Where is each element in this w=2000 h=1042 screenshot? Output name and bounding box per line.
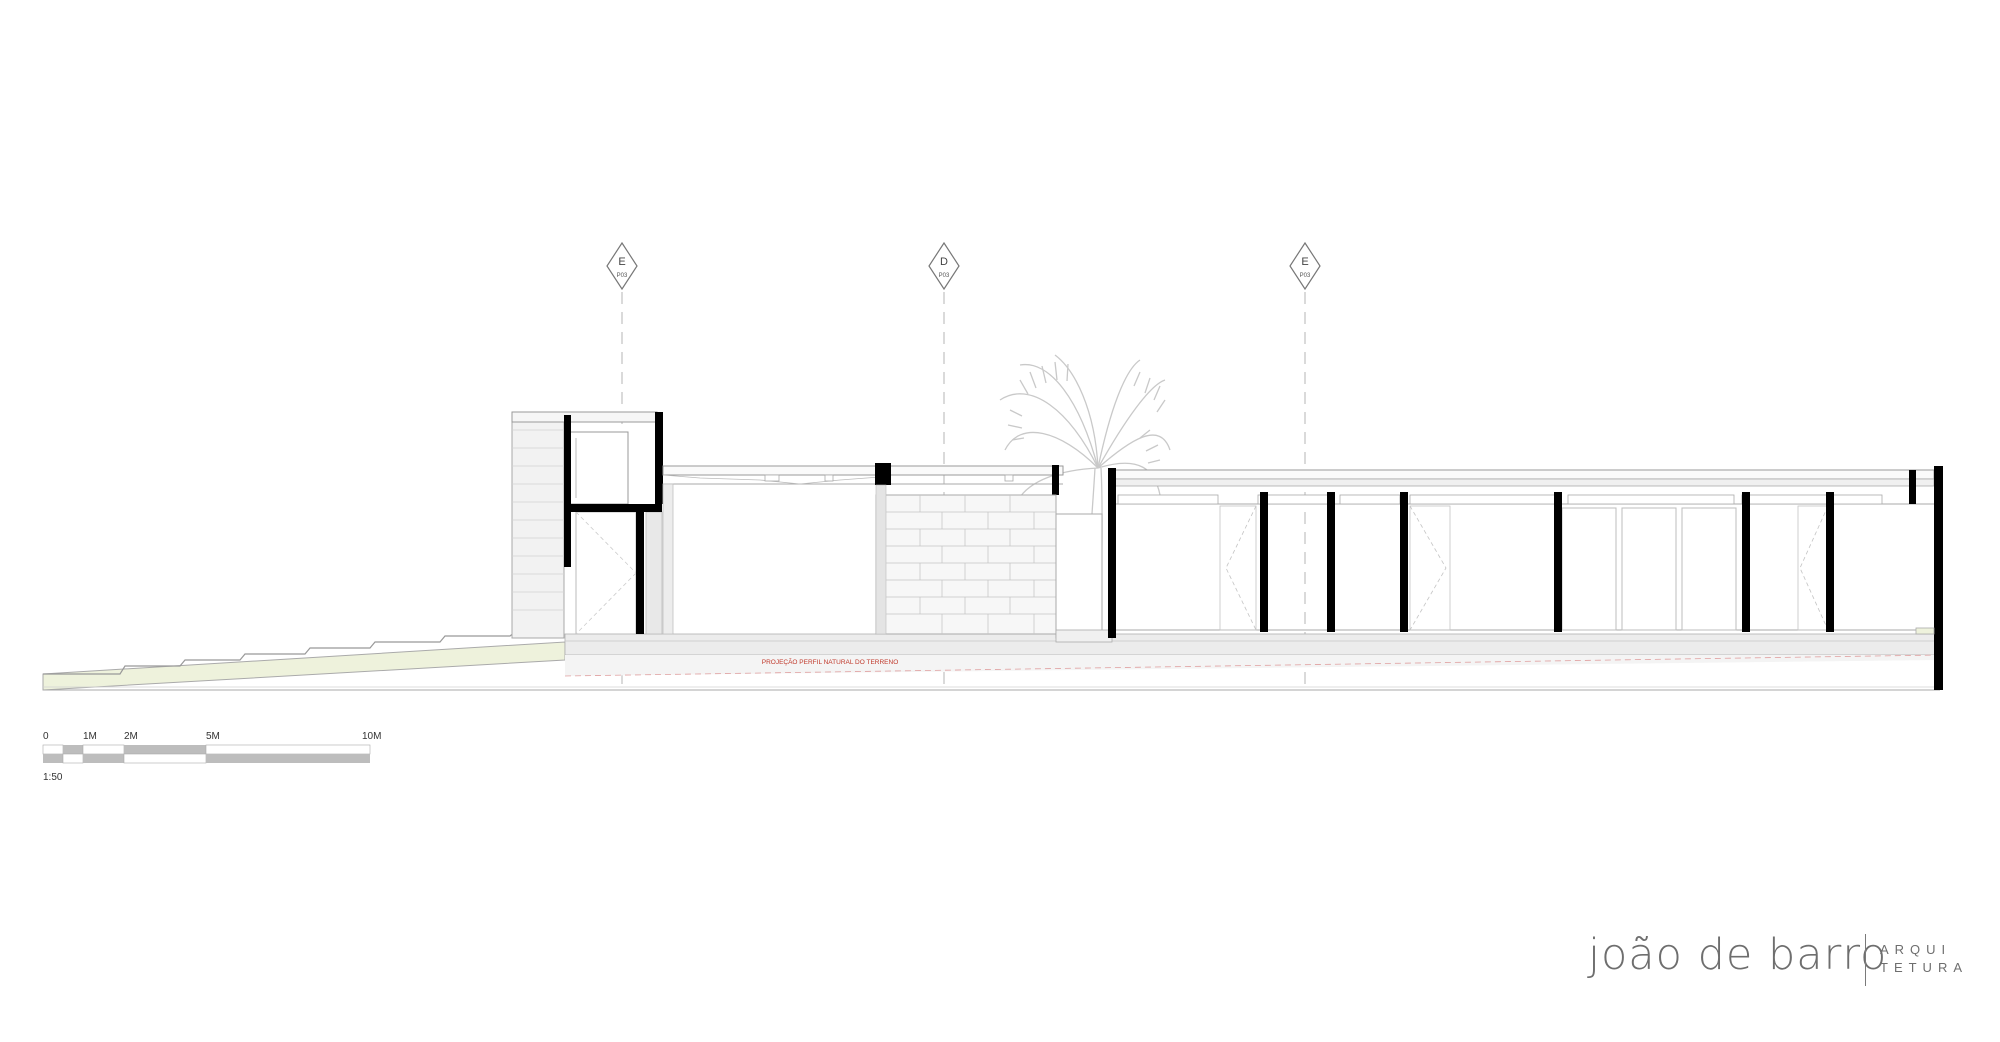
scale-tick-5m: 5M — [206, 731, 220, 742]
scale-tick-10m: 10M — [362, 731, 381, 742]
scale-tick-2m: 2M — [124, 731, 138, 742]
marker-sheet: P03 — [617, 273, 628, 279]
ground-slab: PROJEÇÃO PERFIL NATURAL DO TERRENO — [564, 633, 1941, 677]
brand-line-2: TETURA — [1880, 960, 1968, 975]
brand-divider — [1865, 934, 1866, 986]
scale-tick-0: 0 — [43, 731, 49, 742]
middle-pavilion — [662, 463, 1113, 643]
brand-name: joão de barro — [1588, 930, 1888, 980]
brand-line-1: ARQUI — [1880, 942, 1952, 957]
section-marker-3: E P03 — [1289, 241, 1321, 690]
scale-ratio: 1:50 — [43, 772, 63, 783]
marker-letter: E — [1301, 256, 1308, 268]
terrain-projection-label: PROJEÇÃO PERFIL NATURAL DO TERRENO — [762, 657, 899, 666]
right-building — [1108, 466, 1943, 690]
marker-sheet: P03 — [939, 273, 950, 279]
scale-tick-1m: 1M — [83, 731, 97, 742]
marker-sheet: P03 — [1300, 273, 1311, 279]
left-tower — [511, 411, 663, 639]
marker-letter: E — [618, 256, 625, 268]
scale-bar: 0 1M 2M 5M 10M 1:50 — [42, 731, 381, 783]
terrain-ramp — [42, 631, 1940, 691]
marker-letter: D — [940, 256, 948, 268]
